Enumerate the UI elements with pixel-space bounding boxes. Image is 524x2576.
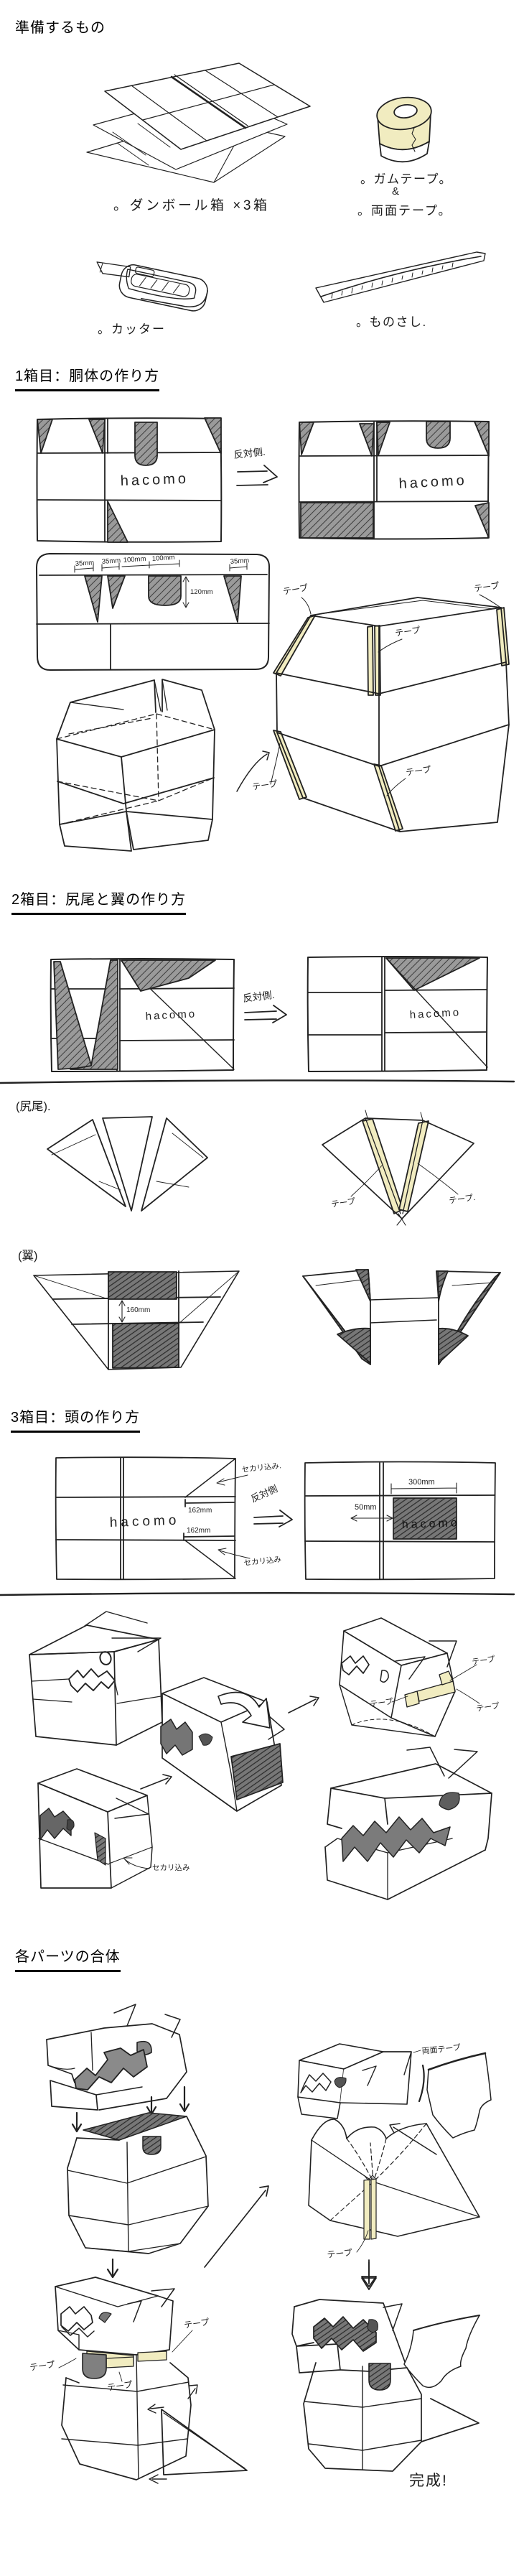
svg-text:テープ: テープ (472, 1655, 496, 1667)
svg-text:反対側.: 反対側. (233, 446, 266, 460)
svg-text:35mm: 35mm (101, 557, 121, 566)
svg-text:hacomo: hacomo (398, 473, 467, 492)
svg-text:セカリ込み: セカリ込み (152, 1864, 190, 1872)
svg-text:100mm: 100mm (123, 555, 146, 564)
svg-text:テープ.: テープ. (449, 1193, 476, 1206)
svg-text:50mm: 50mm (355, 1503, 377, 1512)
svg-text:160mm: 160mm (126, 1306, 150, 1314)
svg-text:hacomo: hacomo (120, 471, 189, 489)
svg-text:162mm: 162mm (188, 1507, 212, 1515)
svg-text:テープ: テープ (183, 2317, 210, 2330)
svg-text:両面テープ: 両面テープ (421, 2042, 461, 2056)
svg-text:300mm: 300mm (408, 1478, 435, 1487)
svg-text:反対側.: 反対側. (243, 990, 276, 1004)
svg-text:テープ: テープ (29, 2359, 55, 2373)
svg-text:hacomo: hacomo (402, 1517, 460, 1531)
svg-text:テープ: テープ (370, 1697, 394, 1709)
svg-text:35mm: 35mm (230, 557, 249, 566)
svg-text:35mm: 35mm (75, 559, 94, 568)
svg-text:セカリ込み: セカリ込み (243, 1556, 281, 1568)
svg-text:100mm: 100mm (151, 554, 174, 563)
svg-text:テープ: テープ (405, 764, 431, 778)
svg-text:162mm: 162mm (187, 1527, 210, 1535)
svg-text:テープ: テープ (331, 1196, 357, 1209)
svg-text:テープ: テープ (327, 2247, 353, 2260)
svg-text:テープ: テープ (251, 778, 278, 792)
svg-text:hacomo: hacomo (409, 1006, 461, 1021)
svg-text:テープ: テープ (106, 2379, 133, 2393)
svg-text:hacomo: hacomo (145, 1008, 197, 1023)
svg-text:hacomo: hacomo (109, 1513, 179, 1530)
svg-text:テープ: テープ (476, 1701, 500, 1714)
svg-text:テープ: テープ (282, 582, 309, 597)
svg-text:120mm: 120mm (190, 588, 213, 596)
svg-text:セカリ込み.: セカリ込み. (241, 1461, 281, 1474)
svg-text:反対側: 反対側 (249, 1483, 279, 1505)
svg-text:テープ: テープ (473, 580, 500, 594)
svg-text:テープ: テープ (394, 625, 421, 638)
